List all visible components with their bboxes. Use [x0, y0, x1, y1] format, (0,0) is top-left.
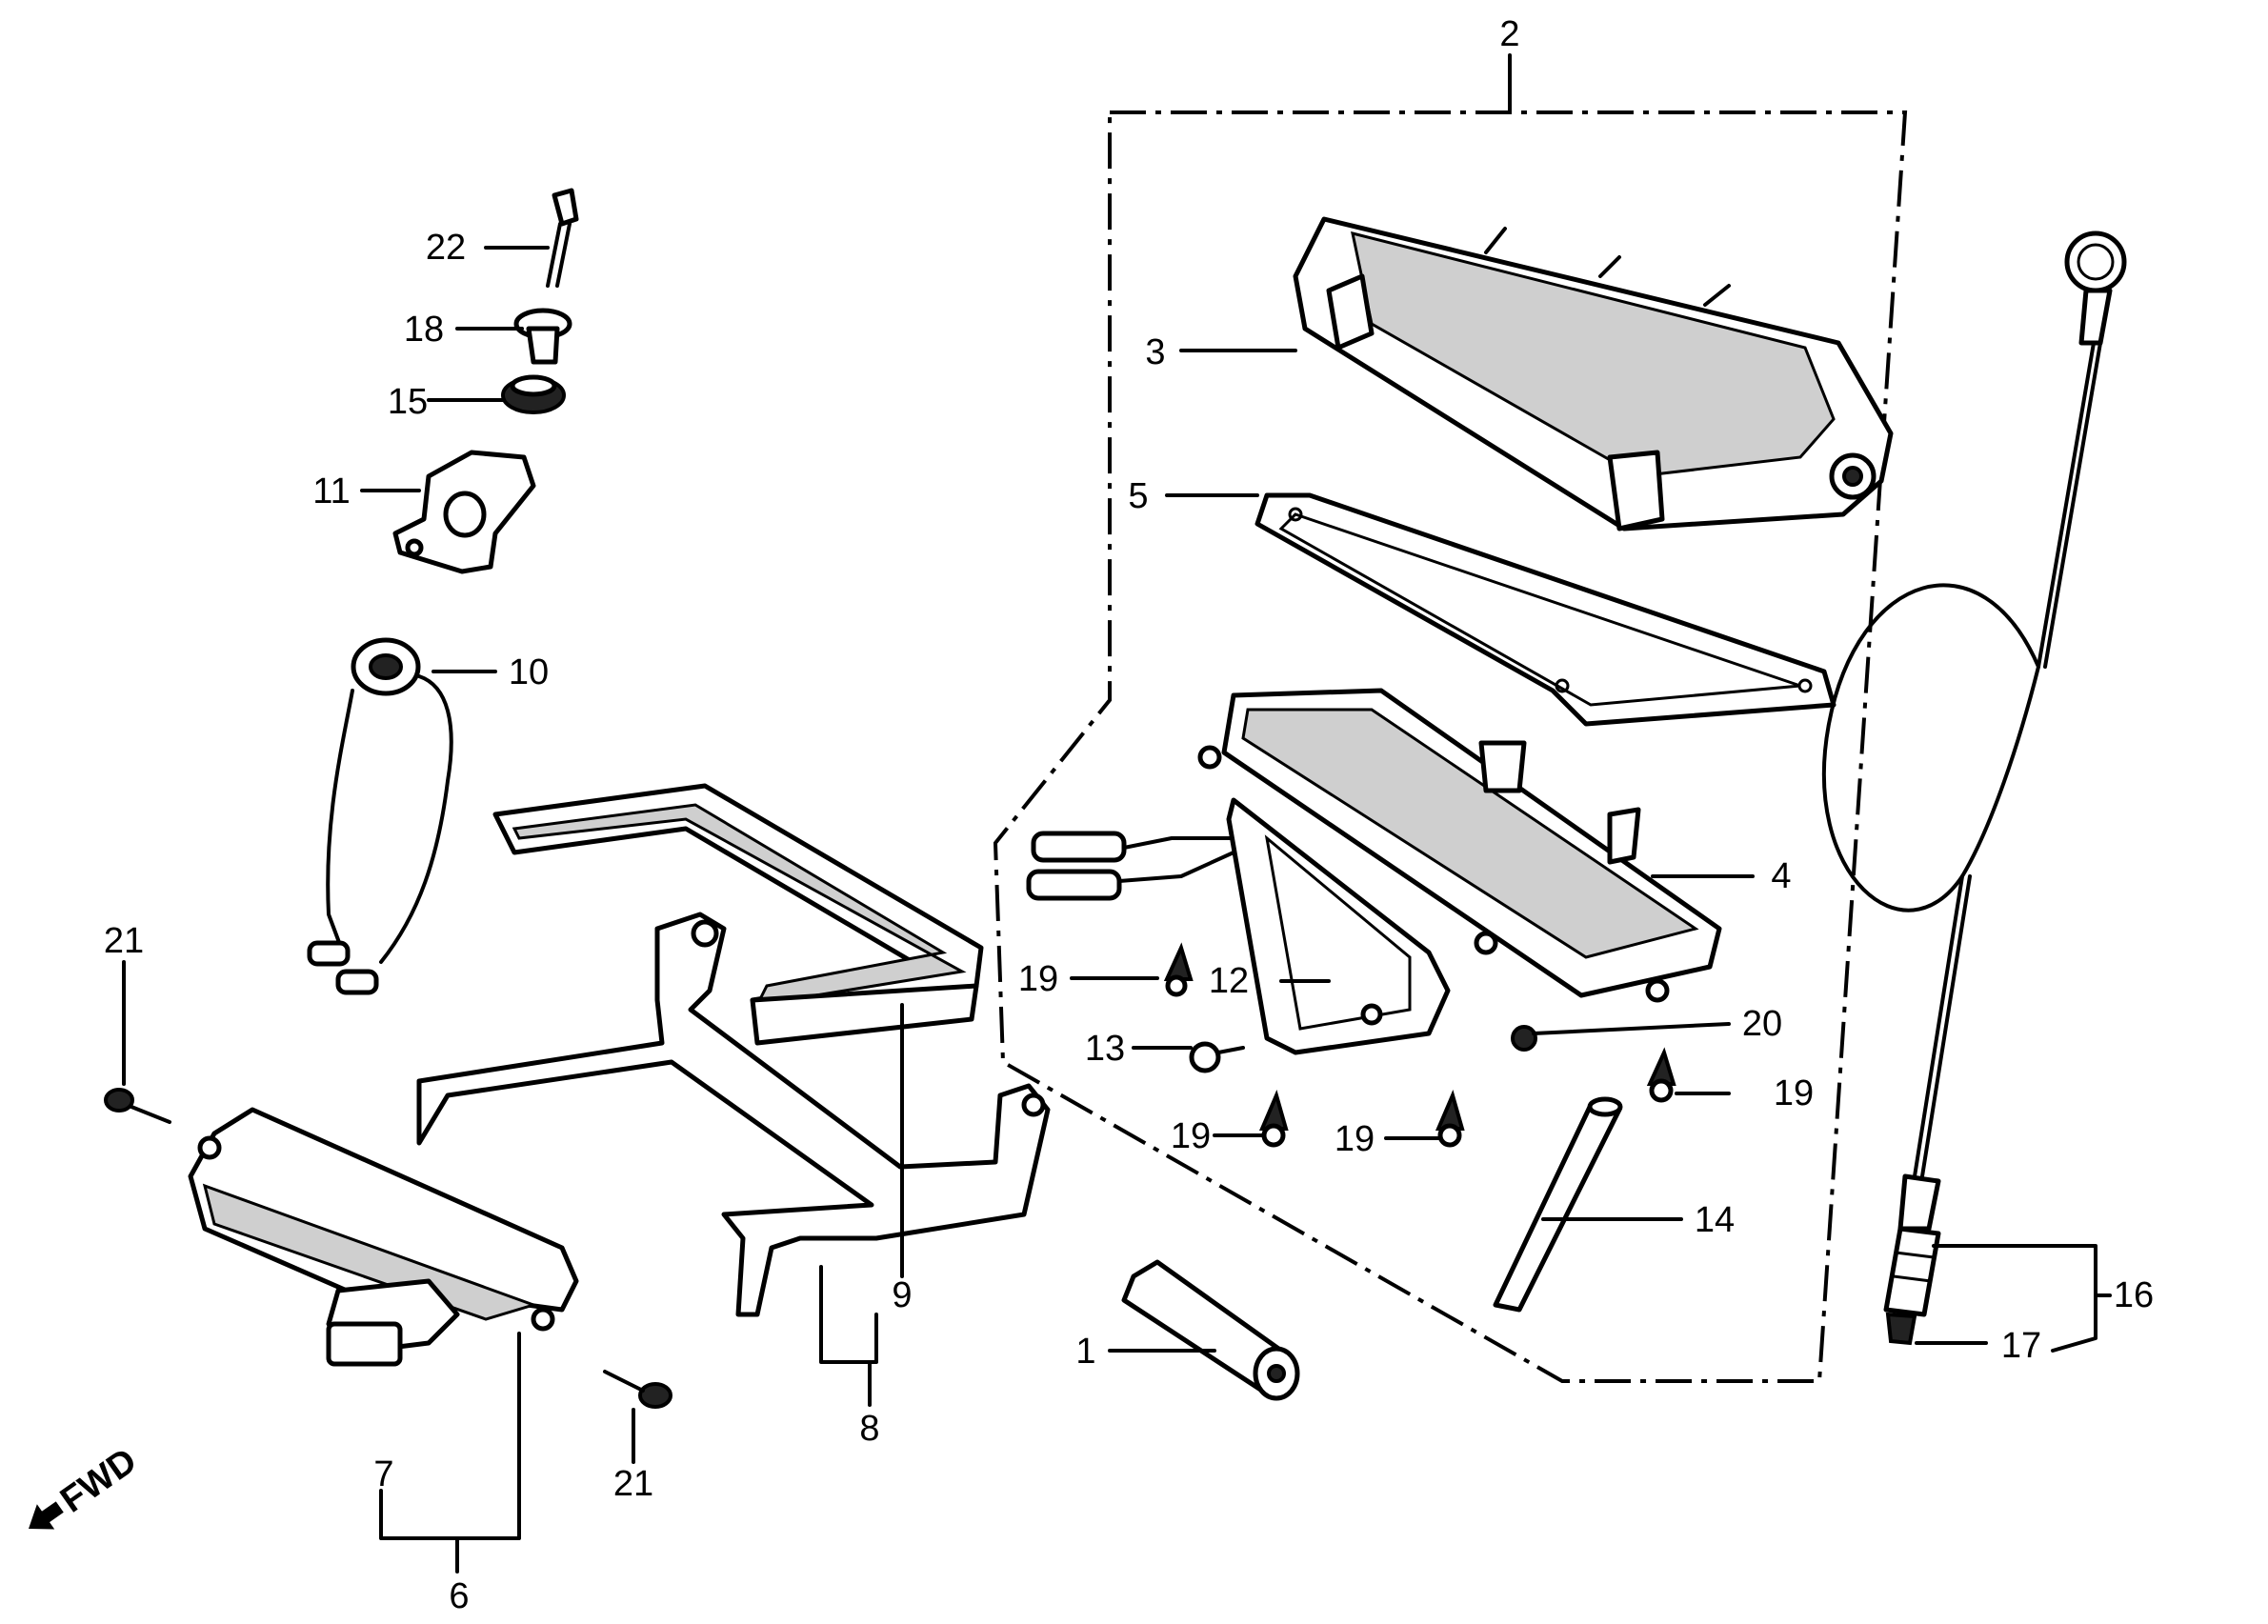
callout-12: 12 [1209, 961, 1249, 1001]
callout-10: 10 [509, 652, 549, 692]
bulb-socket [1435, 1090, 1465, 1148]
callout-8: 8 [859, 1409, 879, 1449]
meter-assembly [1026, 688, 1722, 1003]
callout-22: 22 [426, 228, 466, 268]
callout-18: 18 [404, 310, 444, 350]
callout-16: 16 [2114, 1275, 2154, 1315]
collar-18 [513, 308, 572, 365]
callout-3: 3 [1145, 332, 1165, 372]
leader-lines [122, 53, 2112, 1574]
callout-21: 21 [613, 1464, 653, 1504]
screw-21 [603, 1370, 672, 1409]
fwd-label: FWD [53, 1441, 144, 1521]
bulb-socket [1258, 1090, 1289, 1148]
screw-21 [104, 1088, 171, 1124]
callout-9: 9 [892, 1275, 912, 1315]
assembly-boundary [993, 110, 1908, 1383]
callout-19: 19 [1774, 1073, 1814, 1113]
callout-19: 19 [1171, 1116, 1211, 1156]
callout-20: 20 [1742, 1004, 1782, 1044]
fwd-arrow: FWD [29, 1441, 144, 1530]
callout-4: 4 [1771, 856, 1791, 896]
callout-6: 6 [449, 1576, 469, 1616]
callout-21: 21 [104, 921, 144, 961]
bracket-9 [492, 783, 984, 1046]
bulb-socket [1646, 1047, 1676, 1103]
callout-labels: 2 22 18 15 11 10 3 5 4 19 12 13 20 19 19… [104, 14, 2154, 1616]
cylinder-part-1 [1121, 1259, 1300, 1401]
bracket-8 [416, 912, 1051, 1317]
speedometer-cable [1822, 231, 2127, 1317]
screw-20 [1511, 1025, 1537, 1052]
callout-13: 13 [1085, 1029, 1125, 1069]
callout-5: 5 [1128, 476, 1148, 516]
callout-1: 1 [1075, 1332, 1095, 1372]
callout-19: 19 [1335, 1119, 1375, 1159]
callout-14: 14 [1695, 1200, 1735, 1240]
indicator-light-10 [307, 637, 453, 995]
callout-15: 15 [388, 382, 428, 422]
light-housing-7 [188, 1107, 579, 1367]
cable-end-17 [1885, 1312, 1917, 1346]
fwd-arrow-icon [29, 1501, 64, 1530]
bolt-22 [546, 188, 579, 288]
callout-7: 7 [373, 1454, 393, 1494]
grommet-15 [501, 374, 566, 414]
callout-11: 11 [312, 471, 350, 511]
gasket [1254, 492, 1836, 727]
bracket-11 [392, 450, 536, 574]
bulb-socket [1163, 942, 1194, 997]
meter-back-plate [1226, 797, 1451, 1055]
callout-17: 17 [2001, 1326, 2041, 1366]
meter-cover [1293, 216, 1894, 531]
callout-19: 19 [1018, 959, 1058, 999]
callout-2: 2 [1499, 14, 1519, 54]
screw-13 [1189, 1041, 1245, 1073]
rubber-tube [1493, 1096, 1623, 1313]
